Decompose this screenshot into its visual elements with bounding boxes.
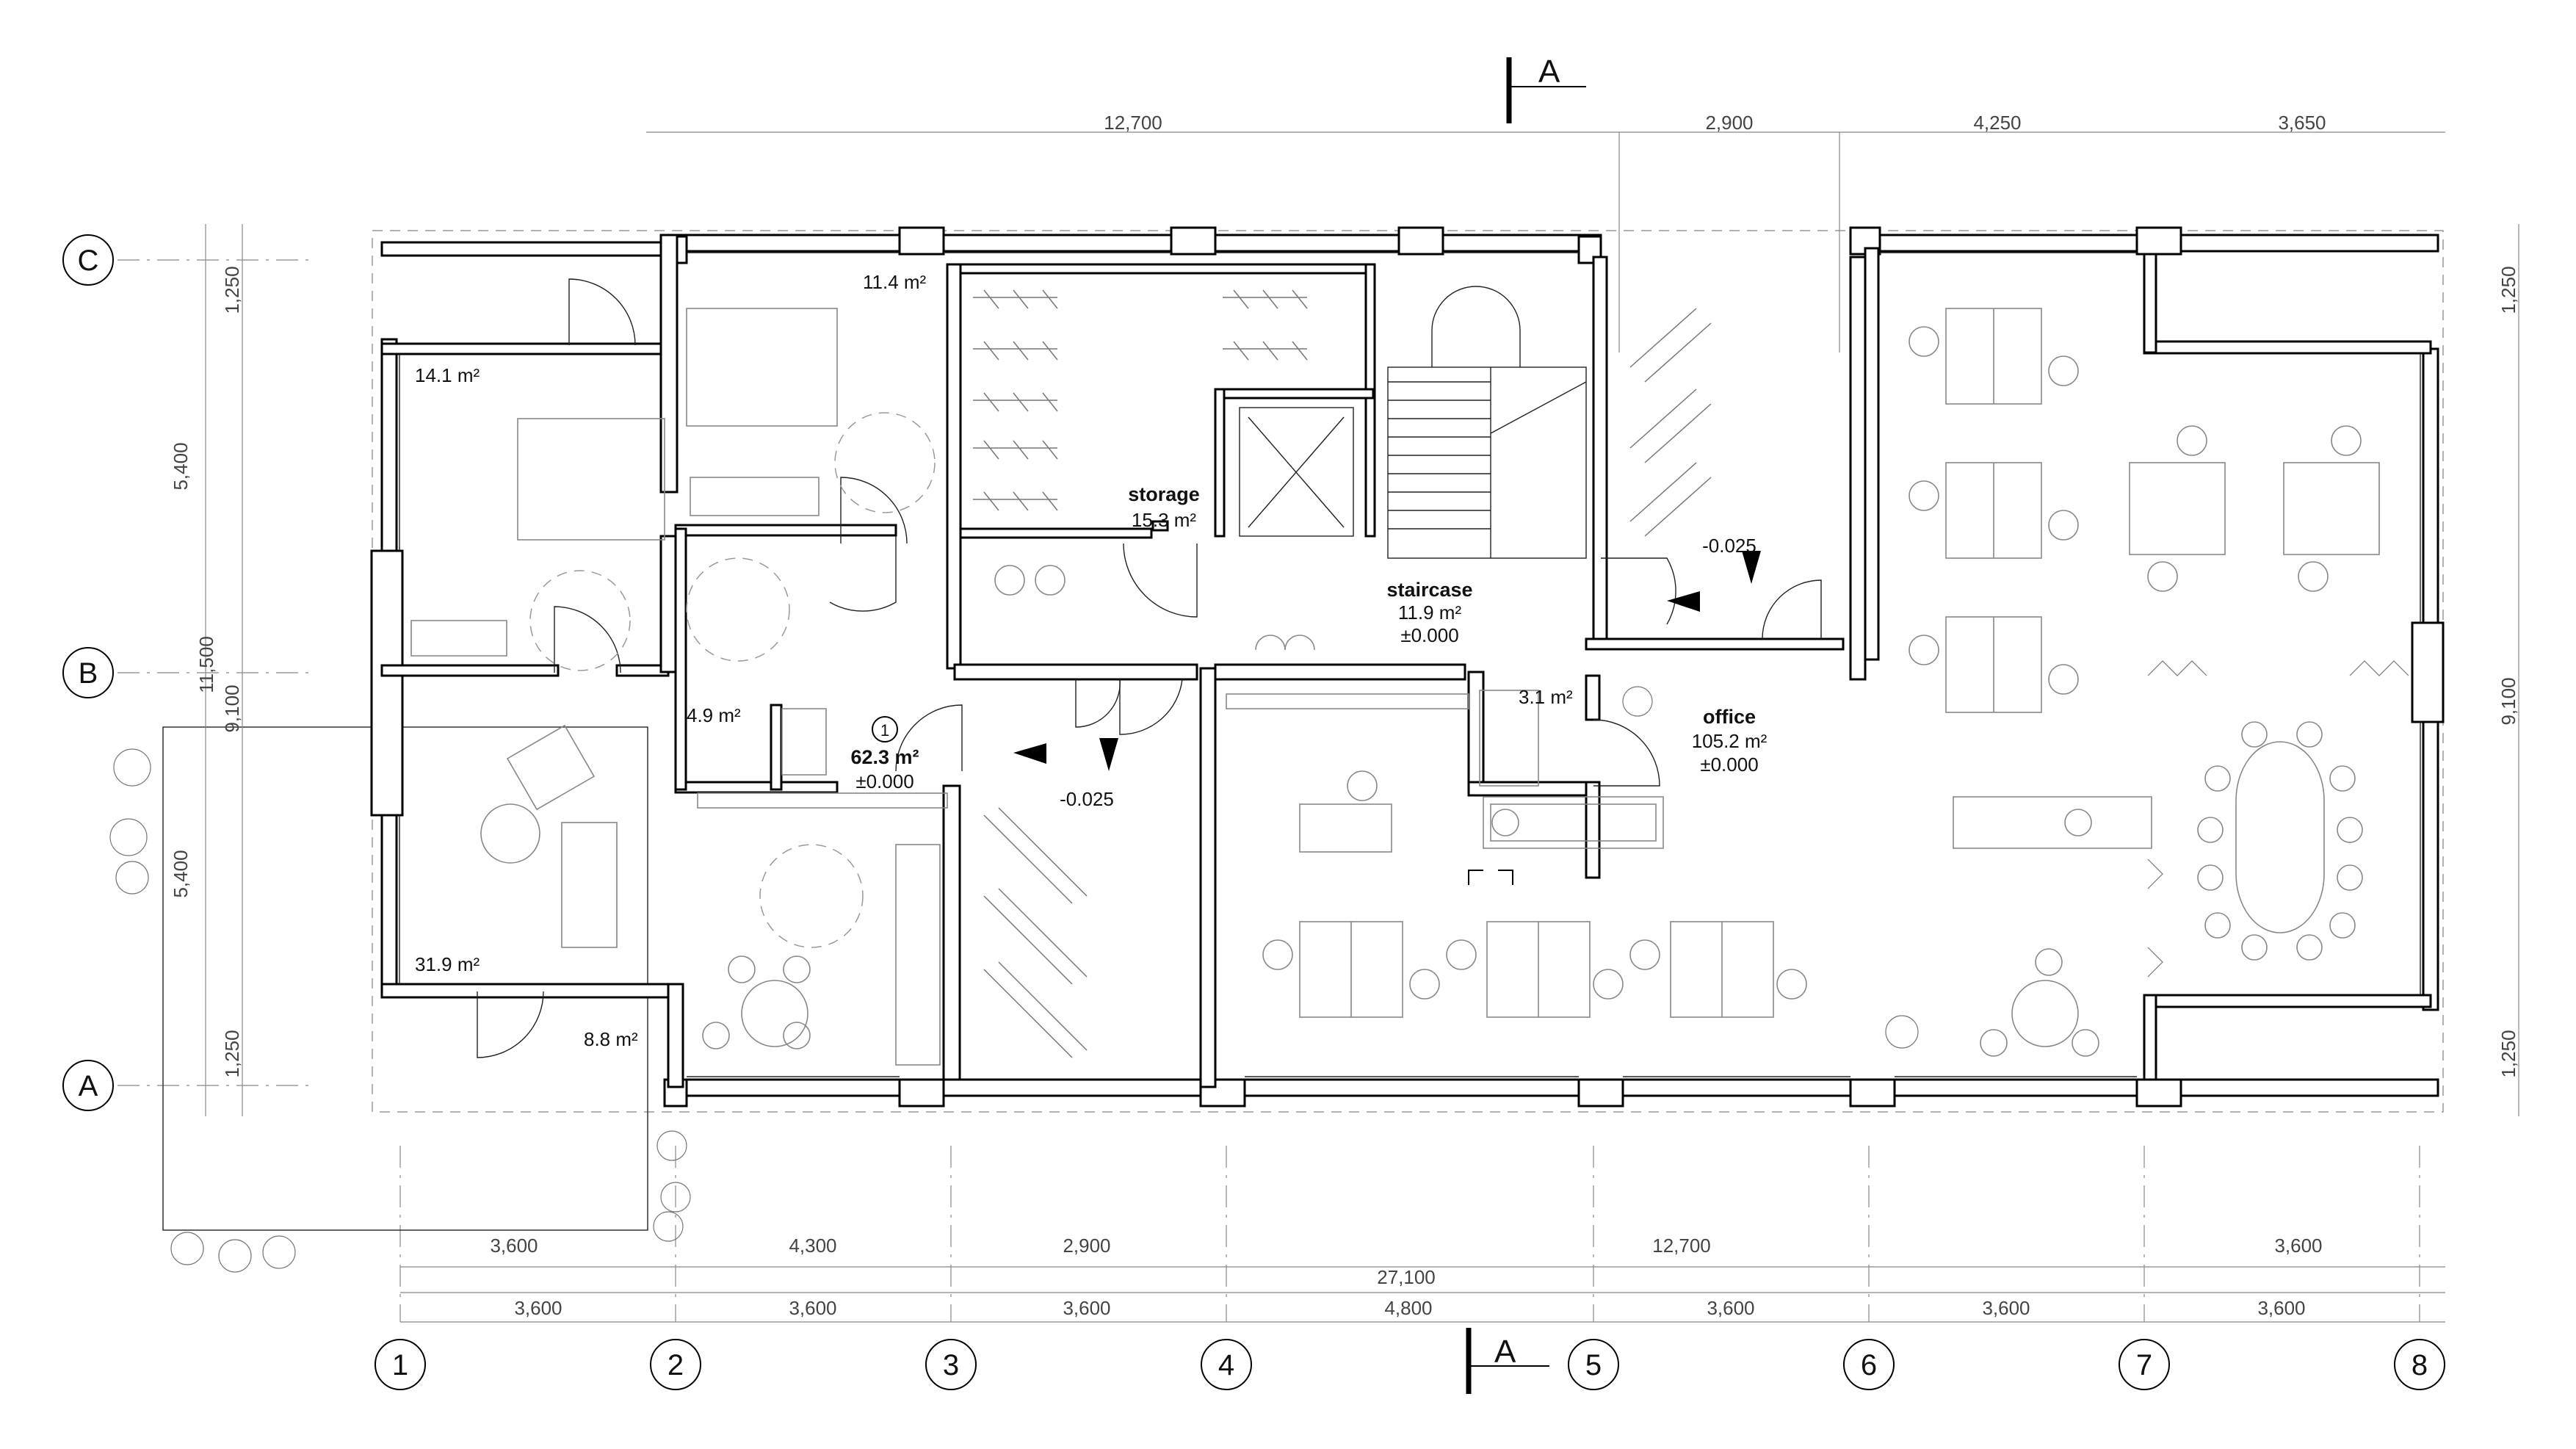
dim-top-3: 4,250 [1973, 112, 2021, 134]
room-area-14-1: 14.1 m² [415, 364, 480, 386]
dim-bottom-1: 3,600 [490, 1235, 538, 1257]
section-mark-bottom: A [1466, 1328, 1549, 1394]
staircase-level: ±0.000 [1400, 624, 1458, 646]
dim-left-2: 5,400 [170, 442, 192, 490]
room-area-31-9: 31.9 m² [415, 953, 480, 975]
axis-row-a: A [79, 1070, 98, 1102]
dim-row3-1: 3,600 [514, 1297, 562, 1319]
axis-col-8: 8 [2412, 1349, 2428, 1381]
terrace [162, 726, 648, 1231]
storage-label: storage [1128, 483, 1200, 505]
axis-col-6: 6 [1861, 1349, 1877, 1381]
entry-level-left: -0.025 [1060, 788, 1114, 810]
room-area-3-1: 3.1 m² [1519, 686, 1573, 708]
dim-top-1: 12,700 [1104, 112, 1162, 134]
axis-col-1: 1 [392, 1349, 408, 1381]
axis-row-c: C [78, 245, 99, 277]
main-room-area: 62.3 m² [850, 746, 919, 768]
room-number: 1 [880, 721, 889, 740]
entry-level-right: -0.025 [1702, 535, 1756, 557]
dim-row3-2: 3,600 [789, 1297, 836, 1319]
grid-lines [117, 259, 2420, 1322]
office-label: office [1703, 706, 1756, 728]
dim-bottom-2: 4,300 [789, 1235, 836, 1257]
doors [477, 278, 1822, 1058]
axis-bubbles: C B A 1 2 3 4 5 6 7 8 [62, 234, 2445, 1390]
room-area-4-9: 4.9 m² [687, 704, 741, 726]
dim-left-3: 9,100 [221, 684, 243, 732]
dim-left-5: 1,250 [221, 1030, 243, 1077]
windows [399, 252, 2421, 1077]
axis-col-7: 7 [2136, 1349, 2152, 1381]
dim-bottom-total: 27,100 [1377, 1266, 1436, 1288]
axis-col-4: 4 [1218, 1349, 1234, 1381]
staircase-stairs [1239, 286, 1587, 559]
axis-col-5: 5 [1585, 1349, 1602, 1381]
office-area: 105.2 m² [1692, 730, 1768, 752]
dim-right-3: 1,250 [2497, 1030, 2519, 1077]
room-area-8-8: 8.8 m² [584, 1028, 638, 1050]
main-room-level: ±0.000 [855, 770, 913, 792]
room-number-circle [872, 716, 898, 742]
dim-top-4: 3,650 [2278, 112, 2326, 134]
furniture [109, 308, 2409, 1273]
office-level: ±0.000 [1700, 754, 1758, 776]
dim-row3-6: 3,600 [1982, 1297, 2030, 1319]
dim-left-1: 1,250 [221, 266, 243, 314]
axis-row-b: B [79, 657, 98, 690]
dim-right-1: 1,250 [2497, 266, 2519, 314]
section-mark-top: A [1506, 54, 1586, 123]
axis-col-3: 3 [943, 1349, 959, 1381]
dim-right-2: 9,100 [2497, 677, 2519, 725]
dim-bottom-4: 12,700 [1652, 1235, 1711, 1257]
dim-row3-5: 3,600 [1707, 1297, 1754, 1319]
dim-left-4: 5,400 [170, 850, 192, 897]
staircase-area: 11.9 m² [1398, 601, 1462, 624]
dim-row3-4: 4,800 [1384, 1297, 1432, 1319]
section-label-bottom: A [1494, 1334, 1516, 1370]
storage-area: 15.3 m² [1132, 509, 1196, 531]
dimension-lines [205, 131, 2519, 1323]
interior-walls [380, 234, 1880, 1088]
dim-left-total: 11,500 [195, 636, 217, 693]
dim-row3-7: 3,600 [2257, 1297, 2305, 1319]
dim-bottom-5: 3,600 [2274, 1235, 2322, 1257]
entry-arrows [1013, 551, 1761, 771]
staircase-label: staircase [1386, 579, 1472, 601]
dim-top-2: 2,900 [1705, 112, 1753, 134]
room-labels: 11.4 m² 14.1 m² storage 15.3 m² staircas… [415, 271, 1768, 1050]
dim-row3-3: 3,600 [1063, 1297, 1110, 1319]
dim-bottom-3: 2,900 [1063, 1235, 1110, 1257]
room-area-11-4: 11.4 m² [863, 271, 927, 293]
bike-racks [973, 289, 1712, 1058]
section-label-top: A [1538, 54, 1560, 90]
axis-col-2: 2 [667, 1349, 684, 1381]
